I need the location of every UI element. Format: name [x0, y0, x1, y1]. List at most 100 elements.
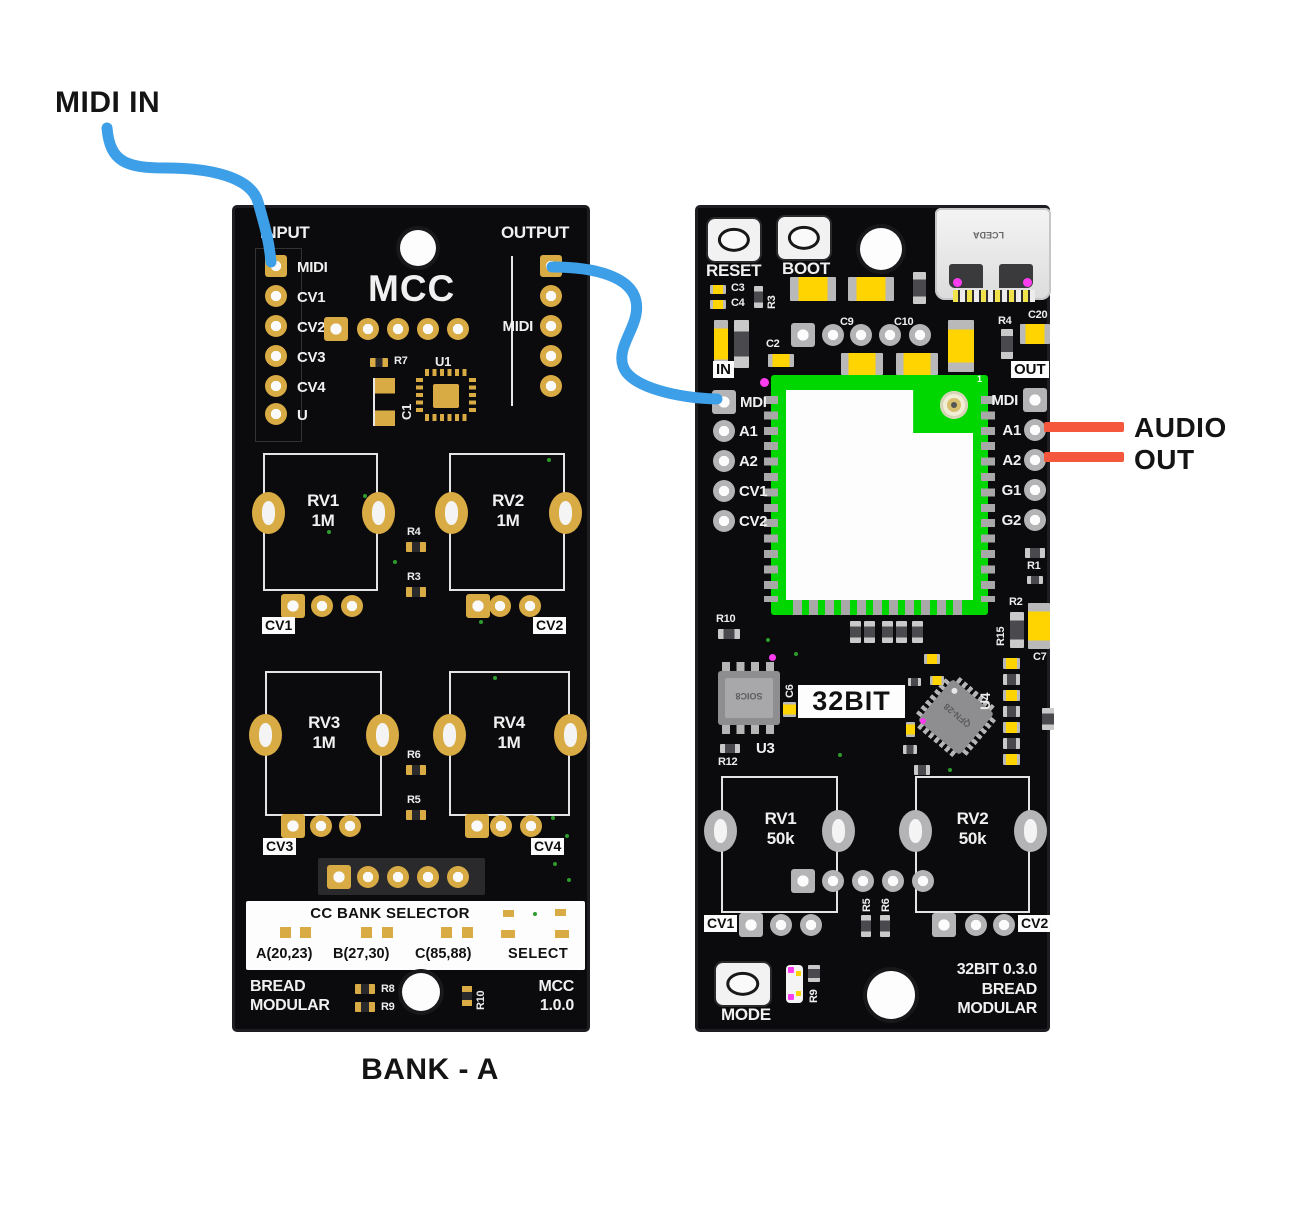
pad	[501, 930, 515, 938]
board-title: MCC	[368, 268, 456, 309]
capacitor	[841, 353, 883, 375]
chip-u1-pins-top	[425, 369, 467, 376]
pot-pad	[433, 714, 466, 756]
pad	[800, 914, 822, 936]
pin-label-cv1: CV1	[297, 289, 326, 306]
pot-pad	[899, 810, 932, 852]
brand-line2: MODULAR	[250, 997, 330, 1014]
pad	[265, 285, 287, 307]
out-label: OUT	[1011, 361, 1049, 378]
resistor	[355, 984, 375, 994]
pad	[324, 317, 348, 341]
pad	[1023, 388, 1047, 412]
input-pin-outline	[255, 248, 302, 442]
pad	[555, 909, 566, 916]
resistor	[864, 621, 875, 643]
pad	[791, 323, 815, 347]
capacitor	[1003, 690, 1020, 701]
resistor	[406, 587, 426, 597]
footer-version: 32BIT 0.3.0	[956, 961, 1038, 978]
chip-u1-body	[433, 384, 459, 408]
pad	[265, 255, 287, 277]
resistor	[462, 986, 472, 1006]
ref-r15: R15	[995, 626, 1007, 646]
pad	[882, 870, 904, 892]
chip-u4: QFN-28	[910, 671, 1003, 764]
ref-r7: R7	[394, 355, 408, 367]
usb-c-connector: LCEDA	[935, 208, 1051, 302]
pad	[466, 594, 490, 618]
ref-c1: C1	[399, 403, 414, 420]
pad	[520, 815, 542, 837]
pot-pad	[252, 492, 285, 534]
resistor	[1025, 548, 1045, 558]
capacitor	[768, 354, 794, 367]
pot-pad	[704, 810, 737, 852]
usb-logo-text: LCEDA	[973, 230, 1004, 240]
resistor	[1042, 708, 1054, 730]
resistor	[720, 744, 740, 753]
bank-a-caption: BANK - A	[361, 1053, 499, 1086]
resistor	[1027, 576, 1043, 584]
capacitor	[1028, 603, 1050, 649]
pad	[770, 914, 792, 936]
pin-label-g1-right: G1	[1001, 482, 1022, 499]
resistor	[808, 965, 820, 982]
capacitor	[1003, 754, 1020, 765]
pot-pad	[366, 714, 399, 756]
pad	[822, 324, 844, 346]
resistor	[1010, 612, 1024, 648]
resistor	[861, 915, 871, 937]
pad	[265, 345, 287, 367]
pad	[490, 815, 512, 837]
pad	[713, 420, 735, 442]
pad	[387, 866, 409, 888]
pad	[281, 594, 305, 618]
pin-label-a1-right: A1	[1002, 422, 1021, 439]
pin-label-a2-left: A2	[739, 453, 758, 470]
chip-u3-pins-top	[722, 662, 778, 671]
selector-option-c: C(85,88)	[415, 946, 472, 962]
ref-r10: R10	[475, 990, 487, 1010]
ref-c6: C6	[784, 684, 796, 698]
resistor	[908, 678, 921, 686]
pin-label-cv3: CV3	[297, 349, 326, 366]
resistor	[912, 621, 923, 643]
ref-c9: C9	[840, 316, 854, 328]
pad	[327, 865, 351, 889]
ref-c2: C2	[766, 338, 780, 350]
pin-label-g2-right: G2	[1001, 512, 1022, 529]
mounting-hole	[867, 971, 915, 1019]
pad	[265, 375, 287, 397]
jack-label-cv3: CV3	[263, 838, 297, 855]
chip-u1-pins-left	[416, 378, 423, 412]
midi-in-label: MIDI IN	[55, 86, 161, 119]
output-midi-label: MIDI	[502, 318, 534, 335]
pad	[447, 866, 469, 888]
pad	[1024, 509, 1046, 531]
pad	[382, 927, 393, 938]
pot-pad	[1014, 810, 1047, 852]
in-label: IN	[713, 361, 734, 378]
pad	[712, 390, 736, 414]
ref-c4: C4	[731, 297, 745, 309]
brand-line1: BREAD	[250, 978, 306, 995]
pad	[465, 814, 489, 838]
pad	[932, 913, 956, 937]
pad	[357, 318, 379, 340]
pot-pad	[554, 714, 587, 756]
version-label: 1.0.0	[539, 997, 574, 1014]
selector-title: CC BANK SELECTOR	[310, 905, 470, 922]
footer-brand1: BREAD	[981, 981, 1038, 998]
pad	[341, 595, 363, 617]
capacitor	[896, 353, 938, 375]
led	[786, 965, 803, 1003]
audio-line-a2	[1044, 452, 1124, 462]
ref-r4: R4	[407, 526, 421, 538]
resistor	[1001, 329, 1013, 359]
pad	[310, 815, 332, 837]
mounting-hole	[860, 228, 902, 270]
